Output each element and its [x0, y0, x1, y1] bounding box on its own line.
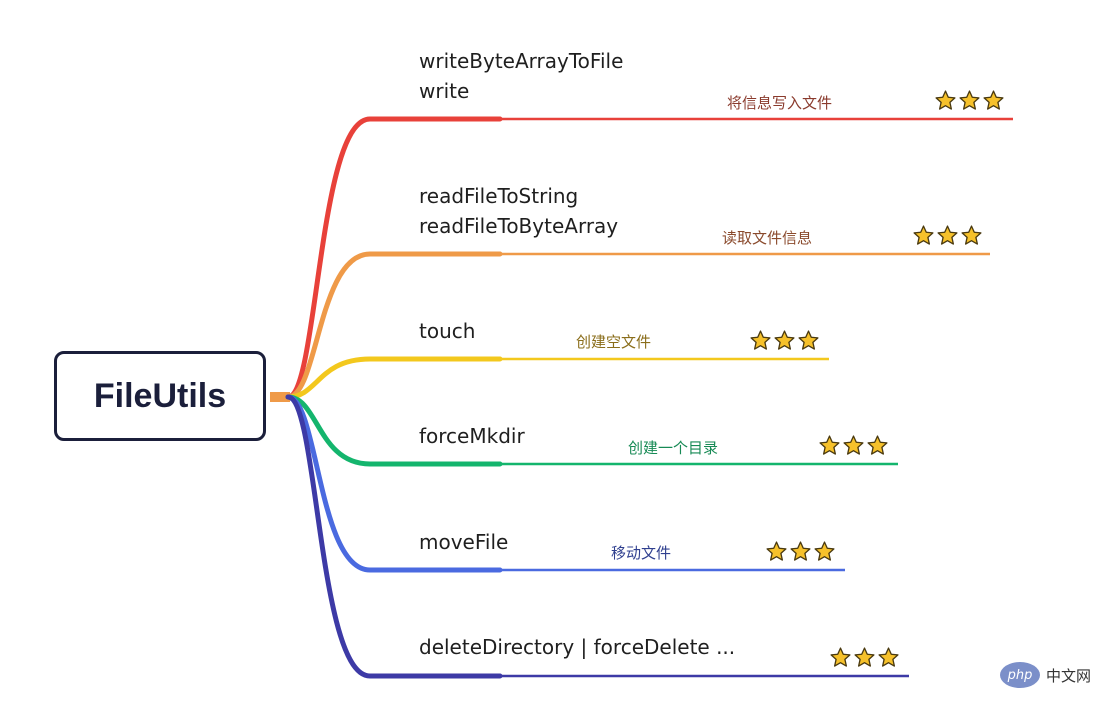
star-icon: [819, 435, 840, 455]
method-name: writeByteArrayToFile: [419, 49, 624, 73]
branch-description: 创建空文件: [576, 333, 652, 351]
star-icon: [766, 541, 787, 561]
method-name: touch: [419, 319, 476, 343]
rating-stars: [765, 540, 836, 563]
method-name: write: [419, 79, 470, 103]
method-name: forceMkdir: [419, 424, 525, 448]
method-name: readFileToString: [419, 184, 579, 208]
star-icon: [867, 435, 888, 455]
branch-description: 读取文件信息: [722, 229, 813, 247]
root-node: FileUtils: [54, 351, 266, 441]
method-name: moveFile: [419, 530, 509, 554]
star-icon: [830, 647, 851, 667]
branch-methods: readFileToString readFileToByteArray: [419, 181, 618, 241]
branch-connector-main: [285, 251, 503, 400]
star-icon: [878, 647, 899, 667]
branch-connector: [287, 395, 845, 572]
branch-connector: [287, 117, 1013, 399]
rating-stars: [829, 646, 900, 669]
star-icon: [750, 330, 771, 350]
star-icon: [937, 225, 958, 245]
star-icon: [798, 330, 819, 350]
star-icon: [774, 330, 795, 350]
root-label: FileUtils: [93, 376, 227, 415]
star-icon: [935, 90, 956, 110]
branch-methods: touch: [419, 316, 475, 346]
root-connector-stub: [270, 392, 290, 402]
rating-stars: [818, 434, 889, 457]
branch-connector-main: [285, 116, 503, 400]
branch-connector: [287, 357, 829, 399]
branch-description: 创建一个目录: [628, 439, 719, 457]
rating-stars: [749, 329, 820, 352]
rating-stars: [912, 224, 983, 247]
method-name: readFileToByteArray: [419, 214, 619, 238]
star-icon: [854, 647, 875, 667]
star-icon: [790, 541, 811, 561]
star-icon: [959, 90, 980, 110]
branch-connector: [287, 395, 898, 466]
watermark: php 中文网: [1000, 662, 1091, 688]
rating-stars: [934, 89, 1005, 112]
branch-connector-main: [285, 356, 503, 400]
watermark-text: 中文网: [1046, 666, 1092, 685]
branch-description: 移动文件: [611, 544, 672, 562]
watermark-badge: php: [1000, 662, 1040, 688]
branch-connector: [287, 252, 990, 399]
star-icon: [961, 225, 982, 245]
branch-description: 将信息写入文件: [727, 94, 833, 112]
method-name: deleteDirectory | forceDelete ...: [419, 635, 736, 659]
star-icon: [913, 225, 934, 245]
branch-methods: forceMkdir: [419, 421, 525, 451]
branch-connector-main: [285, 394, 503, 467]
star-icon: [983, 90, 1004, 110]
branch-methods: moveFile: [419, 527, 508, 557]
branch-methods: writeByteArrayToFile write: [419, 46, 623, 106]
star-icon: [814, 541, 835, 561]
branch-connector-main: [285, 394, 503, 679]
star-icon: [843, 435, 864, 455]
branch-methods: deleteDirectory | forceDelete ...: [419, 632, 735, 662]
